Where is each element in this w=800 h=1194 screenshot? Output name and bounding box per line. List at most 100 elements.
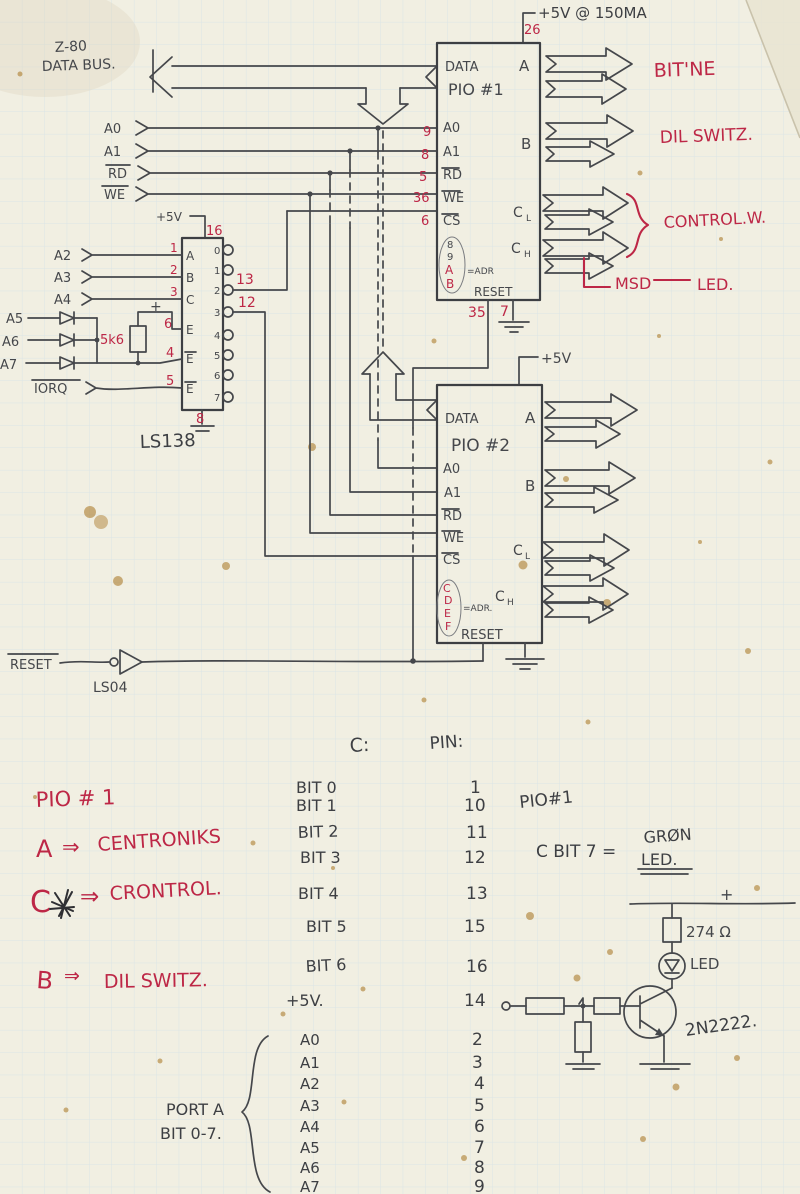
pio1-port-ch: C [511, 241, 521, 257]
pin-a0: 9 [423, 125, 431, 140]
diode-a6 [27, 333, 98, 347]
ls138-a4-label: A4 [54, 293, 71, 308]
pio2-adr-e: E [444, 607, 451, 620]
ls138-pin3: 3 [170, 285, 178, 299]
pio1-reset-label: RESET [474, 285, 513, 299]
msd-bracket [582, 256, 612, 289]
pencil-scribble [49, 889, 75, 919]
pio2-we: WE [443, 531, 464, 546]
row-a7-pin: 9 [474, 1177, 485, 1194]
pio2-outline [435, 383, 544, 645]
pio1-cs: CS [443, 214, 460, 229]
row-bit3: BIT 3 [300, 848, 341, 867]
ls138-pin5: 5 [166, 374, 174, 389]
row-bit5: BIT 5 [306, 917, 347, 936]
row-bit1: BIT 1 [296, 796, 337, 815]
address-control-lines: A0 A1 RD WE 9 8 5 36 6 [101, 120, 438, 534]
note-gron-led: LED. [641, 850, 677, 869]
iorq-label: IORQ [34, 382, 67, 397]
ls138-ground [190, 409, 215, 432]
bus-branch-up-arrow [361, 351, 405, 375]
reset-line: RESET LS04 [7, 649, 484, 696]
row-a6: A6 [300, 1159, 320, 1177]
row-5v-pin: 14 [464, 991, 486, 1011]
pio1-adr-9: 9 [447, 252, 453, 263]
ls04-label: LS04 [93, 680, 128, 696]
pio2-port-b: B [525, 477, 535, 495]
pio1-data-label: DATA [445, 60, 479, 75]
ls138-pin6: 6 [164, 317, 172, 332]
out3: 3 [214, 308, 220, 319]
row-5v: +5V. [286, 991, 324, 1010]
ls138-a5-label: A5 [6, 312, 23, 327]
ls138-pullup-plus: + [150, 299, 162, 315]
row-a5: A5 [300, 1139, 320, 1157]
pio1-chip: 26 +5V @ 150MA DATA A PIO #1 A0 A1 RD WE… [412, 4, 647, 662]
pio2-cs: CS [443, 553, 460, 568]
pio2-adr-c: C [443, 582, 451, 595]
pin-rd: 5 [419, 170, 427, 185]
ls138-a6-label: A6 [2, 335, 19, 350]
pio2-vcc-label: +5V [541, 351, 572, 367]
pio1-vcc-pin: 26 [524, 23, 541, 38]
pin-cs: 6 [421, 214, 429, 229]
corner-crease-line [745, 0, 800, 139]
porta-label-1: PORT A [166, 1100, 224, 1119]
vcc-rail-label: +5V @ 150MA [538, 4, 647, 22]
pio1-cl-sub: L [526, 214, 531, 224]
pio1-name: PIO #1 [448, 80, 504, 99]
pio1-a0: A0 [443, 121, 460, 136]
bus-label-1: Z-80 [54, 38, 87, 56]
pio1-we: WE [443, 191, 464, 206]
porta-brace [241, 1035, 271, 1193]
z80-data-bus: Z-80 DATA BUS. [42, 38, 438, 421]
inverter-bubble [109, 657, 119, 667]
rail-plus: + [720, 885, 733, 904]
pio1-a1: A1 [443, 145, 460, 160]
pio1-port-arrows: BIT'NE DIL SWITZ. CONTROL.W. MSD LED. [542, 47, 766, 294]
rd-line-label: RD [108, 167, 127, 182]
row-bit0: BIT 0 [296, 778, 337, 797]
row-a2-pin: 4 [474, 1074, 485, 1094]
cs1-route [232, 210, 288, 291]
ls138-pin13: 13 [236, 272, 254, 288]
row-bit3-pin: 12 [464, 848, 486, 868]
pio2-a1: A1 [444, 486, 461, 501]
row-a0: A0 [300, 1031, 320, 1049]
npn-transistor [623, 985, 677, 1039]
row-bit2-pin: 11 [466, 823, 488, 843]
col-header-c: C: [349, 734, 370, 757]
out6: 6 [214, 371, 220, 382]
pio2-a0: A0 [443, 462, 460, 477]
ls138-en-e: E [186, 323, 194, 337]
row-bit4-pin: 13 [466, 884, 488, 904]
led-label: LED [690, 955, 719, 973]
row-a5-pin: 7 [474, 1138, 485, 1158]
control-brace [625, 192, 650, 259]
note-cbit7: C BIT 7 = [536, 842, 616, 862]
pio2-port-a: A [525, 409, 536, 427]
pio1-adr-b: B [446, 277, 454, 291]
a1-line-label: A1 [104, 145, 121, 160]
pio1-ch-sub: H [524, 250, 531, 260]
pio1-reset-pin: 35 [468, 305, 486, 321]
row-bit6: BIT 6 [305, 955, 347, 976]
pio2-rd: RD [443, 509, 462, 524]
pulldown-ground [565, 1051, 601, 1070]
row-bit6-pin: 16 [466, 957, 488, 977]
inverter-gate [119, 649, 143, 675]
ls138-a3-label: A3 [54, 271, 71, 286]
row-a3-pin: 5 [474, 1096, 485, 1116]
note-gron: GRØN [643, 825, 692, 847]
pin-we: 36 [413, 191, 430, 206]
ls138-a7-label: A7 [0, 358, 17, 373]
ls138-en-e2: E [186, 382, 194, 396]
pio1-adr-eq: =ADR [467, 267, 494, 277]
out5: 5 [214, 351, 220, 362]
a0-line-label: A0 [104, 122, 121, 137]
diode-a5 [27, 311, 98, 325]
ls138-in-b: B [186, 271, 194, 285]
emitter-ground [639, 1035, 691, 1070]
